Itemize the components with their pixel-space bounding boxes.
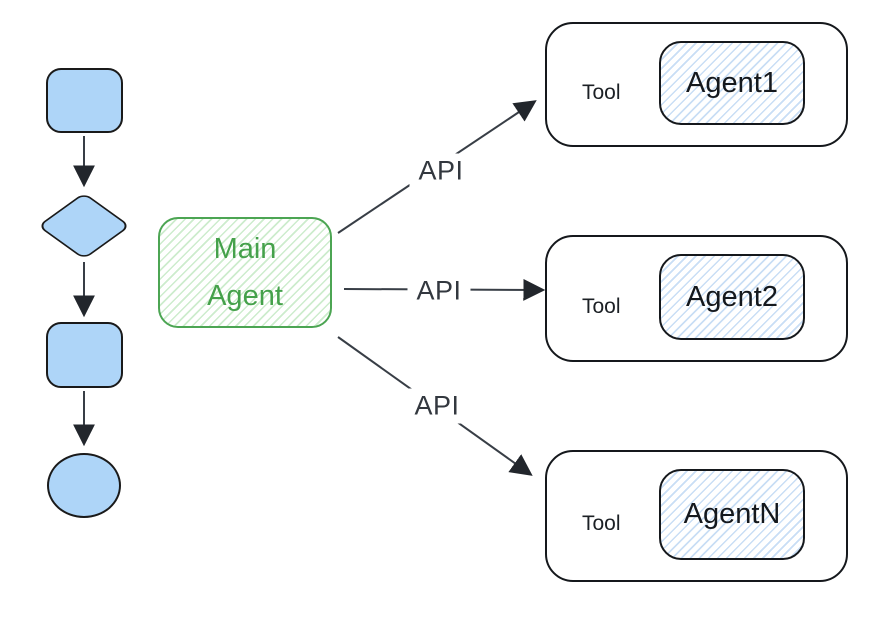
- agent-label-3: AgentN: [683, 498, 781, 530]
- agent-label-2: Agent2: [686, 280, 778, 313]
- flowchart-process-node-1: [46, 68, 123, 133]
- agent-label-1: Agent1: [686, 66, 778, 99]
- api-label-2: API: [407, 273, 471, 309]
- agent-node-3: AgentN: [659, 469, 805, 560]
- tool-label-3: Tool: [582, 512, 621, 535]
- main-agent-label-line2: Agent: [207, 279, 283, 312]
- flowchart-process-node-2: [46, 322, 123, 388]
- tool-label-2: Tool: [582, 294, 621, 318]
- tool-node-2: Tool Agent2: [545, 235, 848, 362]
- tool-node-1: Tool Agent1: [545, 22, 848, 147]
- tool-node-3: Tool AgentN: [545, 450, 848, 582]
- main-agent-label-line1: Main: [213, 232, 277, 265]
- agent-node-1: Agent1: [659, 41, 805, 125]
- agent-node-2: Agent2: [659, 254, 805, 340]
- api-label-1: API: [409, 153, 473, 189]
- api-label-3: API: [405, 388, 469, 424]
- tool-label-1: Tool: [582, 80, 621, 104]
- main-agent-node: Main Agent: [158, 217, 332, 328]
- flowchart-end-node: [47, 453, 121, 518]
